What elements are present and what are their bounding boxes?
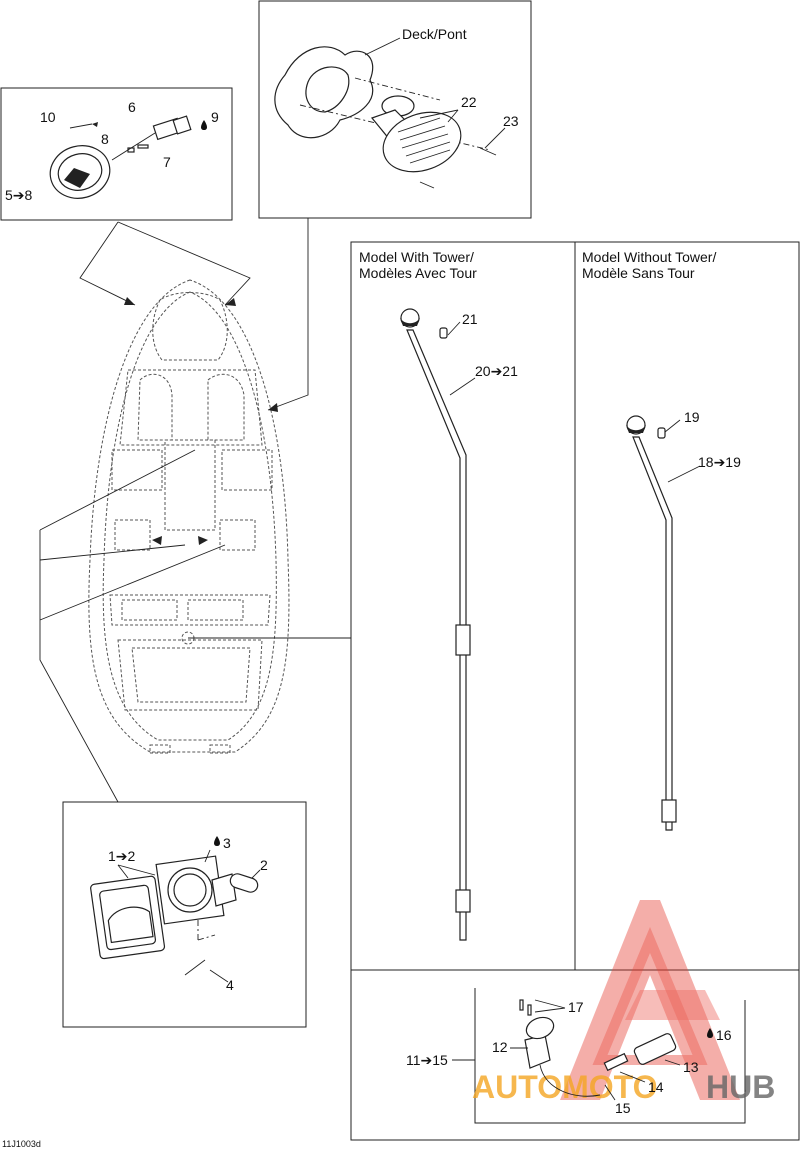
callout-10: 10 [40,109,56,125]
callout-6: 6 [128,99,136,115]
light-pole-with-tower [400,308,476,941]
callout-11-15: 11➔15 [406,1052,448,1068]
sealant-drop-icon [707,1028,713,1038]
callout-12: 12 [492,1039,508,1055]
tower-header-line1: Model With Tower/ [359,249,474,265]
callout-21: 21 [462,311,478,327]
rear-light-assembly [49,115,192,199]
diagram-code: 11J1003d [2,1139,41,1149]
callout-20-21: 20➔21 [475,363,518,379]
frame-socket-inner [474,988,746,1124]
callout-16: 16 [716,1027,732,1043]
callout-23: 23 [503,113,519,129]
callout-4: 4 [226,977,234,993]
frame-rear-light [0,87,233,221]
frame-horn [258,0,532,219]
no-tower-header-line2: Modèle Sans Tour [582,265,695,281]
no-tower-header-line1: Model Without Tower/ [582,249,716,265]
sealant-drop-icon [214,836,220,846]
callout-1-2: 1➔2 [108,848,136,864]
callout-7: 7 [163,154,171,170]
callout-9: 9 [211,109,219,125]
pointer-lines [39,218,351,803]
deck-label: Deck/Pont [402,26,467,42]
callout-3: 3 [223,835,231,851]
courtesy-light-assembly [90,849,261,983]
callout-18-19: 18➔19 [698,454,741,470]
callout-22: 22 [461,94,477,110]
sealant-drop-icon [201,120,207,130]
callout-15: 15 [615,1100,631,1116]
tower-header-line2: Modèles Avec Tour [359,265,477,281]
callout-17: 17 [568,999,584,1015]
horn-assembly [274,37,506,189]
callout-14: 14 [648,1079,664,1095]
callout-19: 19 [684,409,700,425]
watermark-text-hub: HUB [706,1069,775,1105]
light-pole-without-tower [626,415,701,831]
boat-hull-outline [88,279,290,754]
callout-8: 8 [101,131,109,147]
frame-courtesy-light [62,801,307,1028]
callout-13: 13 [683,1059,699,1075]
callout-2: 2 [260,857,268,873]
callout-5-8: 5➔8 [5,187,33,203]
socket-assembly [452,999,681,1101]
